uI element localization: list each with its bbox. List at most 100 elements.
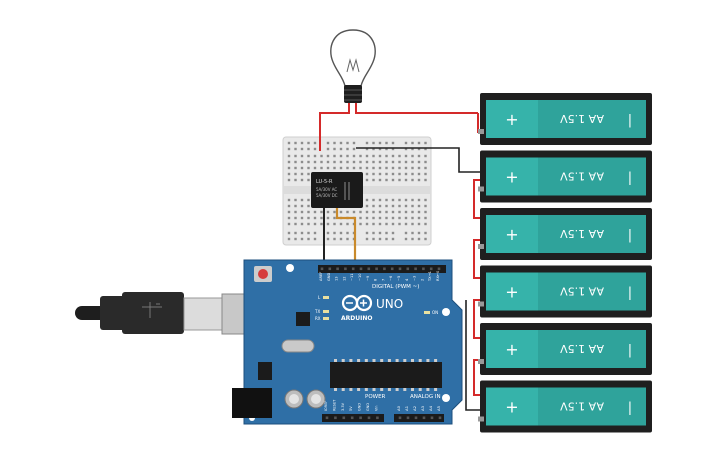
model-label: UNO [376,297,403,311]
battery-terminal [478,244,484,249]
pin-label: 3.3V [341,402,345,411]
battery-minus-sign: | [628,401,632,416]
pin-label: TX→1 [428,271,432,282]
pin-label: A1 [404,405,409,411]
pin-label: ~9 [366,275,370,281]
dc-power-jack[interactable] [232,388,272,418]
pin-label: IOREF [324,401,328,411]
wire-relay-to-pin10[interactable] [335,208,357,268]
relay-body [311,172,363,208]
led-l-label: L [318,295,321,300]
led-on-label: ON [432,310,438,315]
led-tx [323,310,329,313]
pin-label: ~5 [397,276,401,281]
battery-6[interactable]: + AA 1.5V | [478,380,652,433]
battery-terminal [478,301,484,307]
pin-label: RX←0 [436,270,440,281]
pin-label: RESET [332,399,336,411]
wire-battery-return[interactable] [465,300,484,411]
battery-minus-sign: | [628,113,632,128]
battery-4[interactable]: + AA 1.5V | [478,265,652,318]
pin-label: AREF [319,272,323,281]
analog-header [394,414,444,422]
battery-terminal [478,416,484,422]
battery-plus-sign: + [505,225,518,244]
pin-label: ~6 [389,275,393,281]
battery-plus-sign: + [505,110,518,129]
pin-label: ~3 [413,276,417,281]
battery-plus-sign: + [505,283,518,302]
voltage-regulator [258,362,272,380]
arduino-logo [341,294,373,312]
relay-module[interactable]: LU-5-R 5A/30V AC 5A/30V DC [311,172,363,208]
power-label: POWER [365,394,386,400]
bulb-glass [330,29,376,87]
reset-button-cap[interactable] [258,269,268,279]
led-rx [323,317,329,320]
led-tx-label: TX [314,309,320,314]
pin-label: 12 [342,276,346,281]
pin-label: A3 [420,405,425,411]
battery-minus-sign: | [628,343,632,358]
battery-5[interactable]: +AA 1.5V| [478,323,652,375]
battery-minus-sign: | [628,171,632,186]
battery-plus-sign: + [505,398,518,417]
pin-label: ~10 [358,273,362,281]
light-bulb[interactable] [330,29,376,103]
usb-plug-body [122,292,184,334]
battery-plus-sign: + [505,168,518,187]
battery-stack: +AA 1.5V|+AA 1.5V|+AA 1.5V|+AA 1.5V|+AA … [478,93,652,433]
battery-cell-positive-end [486,215,538,253]
battery-cell-positive-end [486,387,538,426]
pin-label: 2 [420,279,424,281]
pin-label: 7 [381,279,385,281]
usb-icon [142,302,162,318]
pin-label: GND [327,273,331,281]
relay-label-ac: 5A/30V AC [316,187,337,192]
battery-plus-sign: + [505,340,518,359]
bulb-filament [346,58,360,73]
analog-label: ANALOG IN [410,394,441,400]
wire-breadboard-to-battery-black[interactable] [356,147,484,173]
mounting-hole [286,264,294,272]
usb-cable[interactable] [75,292,273,335]
battery-cell-positive-end [486,157,538,196]
battery-minus-sign: | [628,286,632,301]
battery-terminal [478,359,484,364]
wire-bulb-to-breadboard[interactable] [319,103,350,151]
relay-label-model: LU-5-R [316,179,333,185]
digital-header [318,265,446,273]
battery-label: AA 1.5V [560,285,604,298]
battery-terminal [478,186,484,192]
pin-label: A0 [396,405,401,411]
battery-label: AA 1.5V [560,170,604,183]
wire-bulb-to-battery[interactable] [355,103,478,114]
battery-3[interactable]: +AA 1.5V| [478,208,652,260]
led-l [323,296,329,299]
usb-interface-chip [296,312,310,326]
pin-label: A5 [436,405,441,411]
battery-cell-positive-end [486,100,538,138]
battery-label: AA 1.5V [560,400,604,413]
battery-1[interactable]: + AA 1.5V | [478,93,652,145]
wires [319,103,484,411]
mounting-hole [442,308,450,316]
led-rx-label: RX [315,316,321,321]
battery-terminal [478,129,484,134]
pin-label: A4 [428,405,433,411]
pin-label: ~11 [350,273,354,281]
led-on [424,311,430,314]
pin-label: 4 [405,278,409,281]
battery-label: AA 1.5V [560,112,604,125]
pin-label: 8 [374,278,378,281]
battery-minus-sign: | [628,228,632,243]
atmega-chip [330,362,442,388]
relay-label-dc: 5A/30V DC [316,193,338,198]
battery-2[interactable]: + AA 1.5V | [478,150,652,203]
pin-label: Vin [374,405,378,411]
